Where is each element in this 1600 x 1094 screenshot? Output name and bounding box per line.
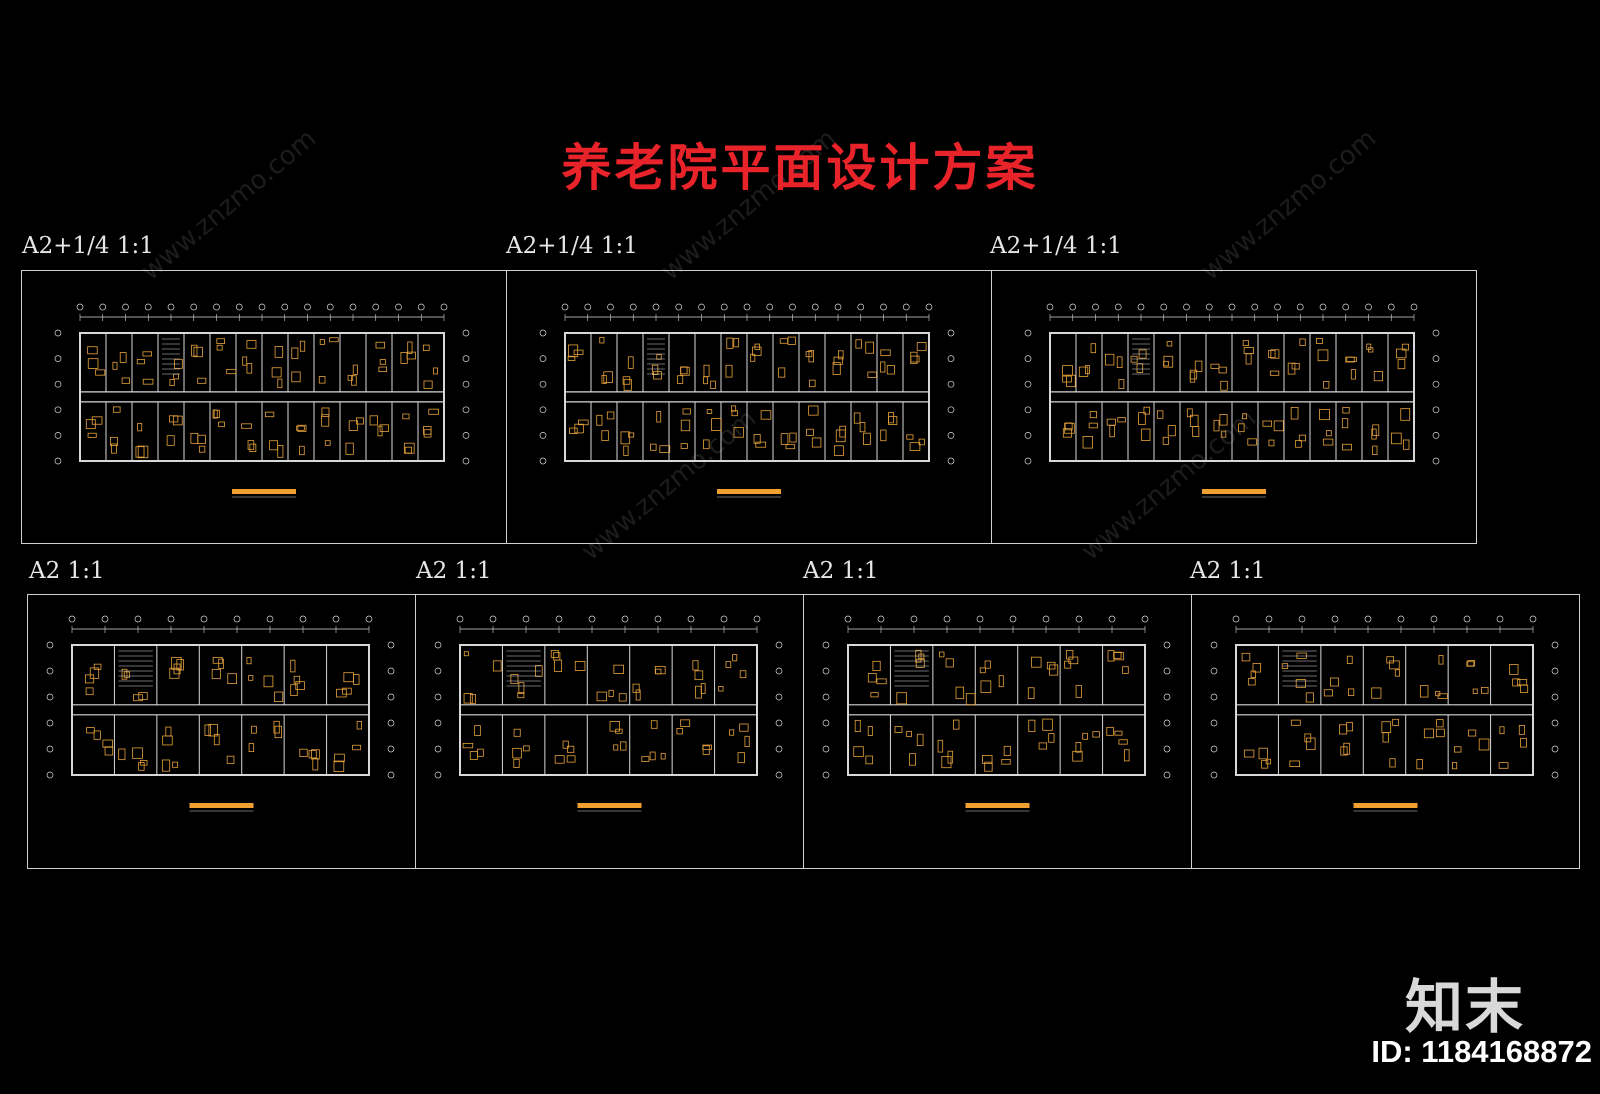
- sheet-label: A2 1:1: [29, 558, 105, 584]
- floor-plan-drawing: [1024, 303, 1440, 498]
- floor-plan-drawing: [1210, 615, 1559, 812]
- floor-plan-sheet[interactable]: [1191, 594, 1580, 869]
- floor-plan-sheet[interactable]: [415, 594, 804, 869]
- floor-plan-drawing: [434, 615, 783, 812]
- brand-logo: 知末: [1405, 973, 1526, 1041]
- floor-plan-sheet[interactable]: [506, 270, 992, 544]
- image-id-label: ID: 1184168872: [1371, 1034, 1592, 1069]
- sheet-label: A2+1/4 1:1: [990, 233, 1122, 259]
- floor-plan-drawing: [46, 615, 395, 812]
- page-title: 养老院平面设计方案: [561, 139, 1039, 197]
- floor-plan-sheet[interactable]: [21, 270, 507, 544]
- sheet-label: A2+1/4 1:1: [506, 233, 638, 259]
- floor-plan-sheet[interactable]: [991, 270, 1477, 544]
- sheet-label: A2 1:1: [1190, 558, 1266, 584]
- sheet-label: A2 1:1: [416, 558, 492, 584]
- floor-plan-sheet[interactable]: [27, 594, 416, 869]
- sheet-label: A2 1:1: [803, 558, 879, 584]
- sheet-label: A2+1/4 1:1: [22, 233, 154, 259]
- floor-plan-drawing: [539, 303, 955, 498]
- floor-plan-drawing: [54, 303, 470, 498]
- floor-plan-drawing: [822, 615, 1171, 812]
- floor-plan-sheet[interactable]: [803, 594, 1192, 869]
